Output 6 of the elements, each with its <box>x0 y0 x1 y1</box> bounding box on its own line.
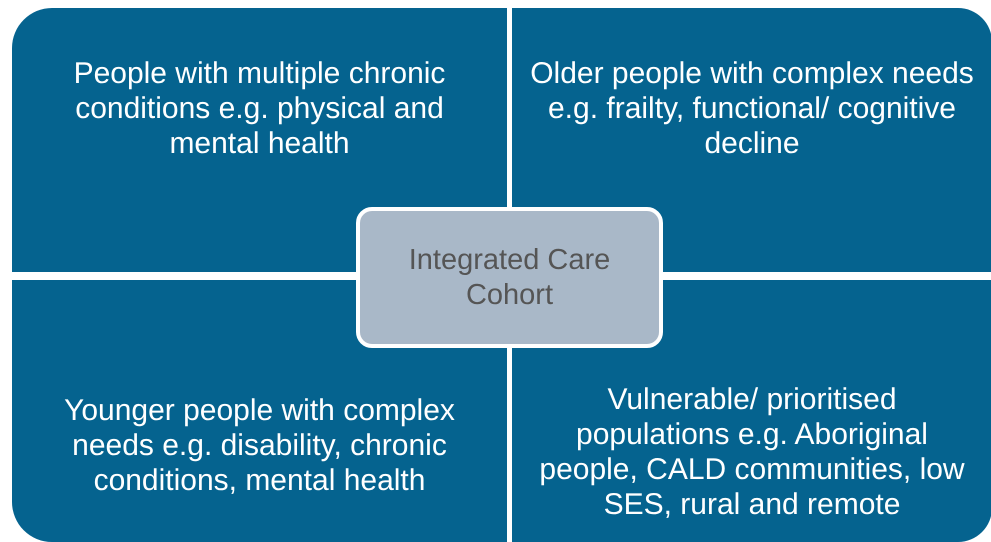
center-box <box>356 207 663 348</box>
panel-text: Vulnerable/ prioritised populations e.g. Aboriginal people, CALD communities, low SES, rural and remote <box>538 382 966 522</box>
center-label: Integrated Care Cohort <box>408 242 612 312</box>
panel-text: Older people with complex needs e.g. frailty, functional/ cognitive decline <box>529 56 975 161</box>
panel-text: People with multiple chronic conditions e.g. physical and mental health <box>72 56 446 161</box>
panel-text: Younger people with complex needs e.g. disability, chronic conditions, mental health <box>63 393 456 498</box>
